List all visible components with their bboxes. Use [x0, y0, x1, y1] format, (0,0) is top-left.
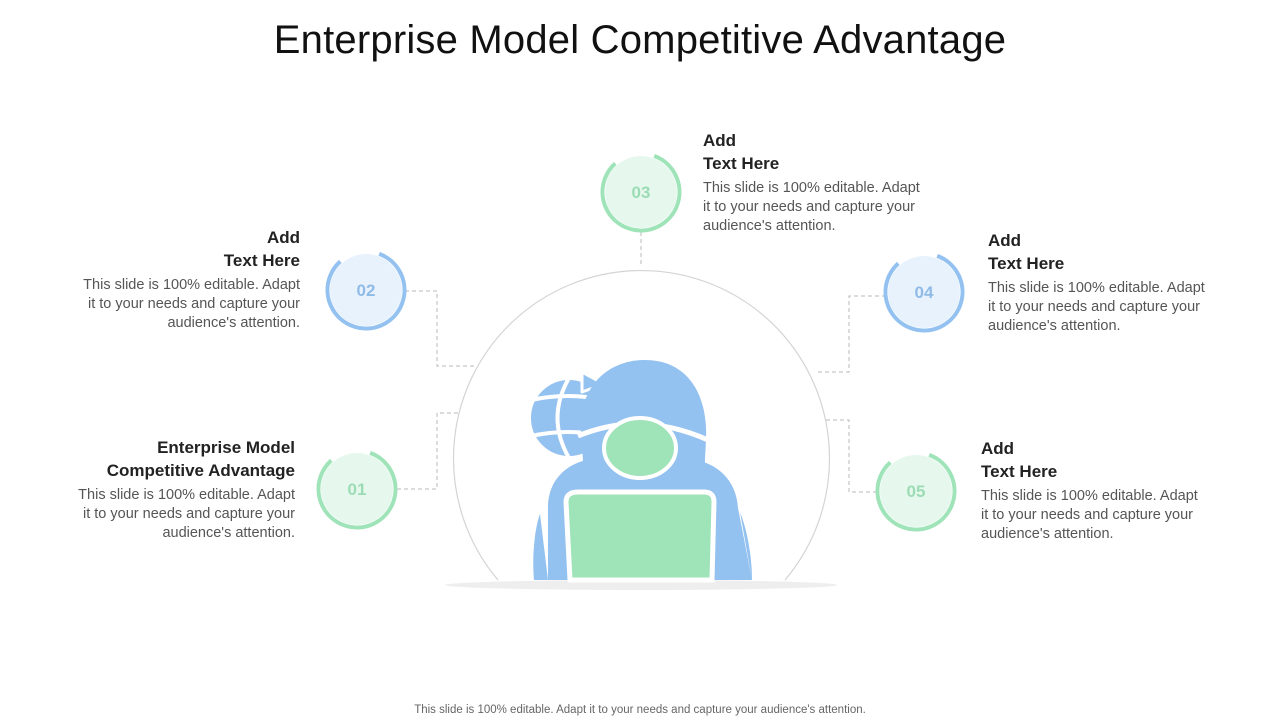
text-block-04: Add Text Here This slide is 100% editabl… [988, 229, 1238, 336]
step-circle-03: 03 [600, 151, 682, 233]
text-block-01: Enterprise Model Competitive Advantage T… [45, 436, 295, 543]
step-number-01: 01 [348, 480, 367, 499]
connector-lines [397, 232, 886, 493]
step-number-03: 03 [632, 183, 651, 202]
block-body: This slide is 100% editable. Adapt it to… [78, 487, 295, 541]
block-heading: Add Text Here [988, 231, 1065, 273]
connector-01 [397, 412, 460, 490]
face-shape [602, 416, 678, 480]
block-body: This slide is 100% editable. Adapt it to… [703, 180, 920, 234]
block-body: This slide is 100% editable. Adapt it to… [988, 280, 1205, 334]
block-heading: Add Text Here [223, 228, 300, 270]
block-heading: Enterprise Model Competitive Advantage [106, 438, 295, 480]
step-circle-05: 05 [875, 450, 957, 532]
connector-05 [825, 419, 877, 493]
floor-shadow [445, 580, 837, 590]
step-circle-01: 01 [316, 448, 398, 530]
slide-title: Enterprise Model Competitive Advantage [273, 18, 1007, 62]
connector-02 [405, 290, 476, 367]
step-circle-04: 04 [883, 251, 965, 333]
step-number-02: 02 [357, 281, 376, 300]
step-circle-02: 02 [325, 249, 407, 331]
step-number-04: 04 [915, 283, 934, 302]
block-heading: Add Text Here [981, 439, 1058, 481]
connector-04 [818, 295, 886, 373]
step-number-05: 05 [907, 482, 926, 501]
text-block-05: Add Text Here This slide is 100% editabl… [981, 437, 1231, 544]
block-body: This slide is 100% editable. Adapt it to… [981, 488, 1198, 542]
laptop-icon [563, 489, 717, 583]
dome-outline [452, 270, 831, 581]
text-block-03: Add Text Here This slide is 100% editabl… [703, 129, 953, 236]
text-block-02: Add Text Here This slide is 100% editabl… [50, 226, 300, 333]
block-heading: Add Text Here [703, 131, 780, 173]
block-body: This slide is 100% editable. Adapt it to… [83, 277, 300, 331]
footer-note: This slide is 100% editable. Adapt it to… [414, 704, 866, 716]
hacker-illustration [527, 360, 752, 583]
